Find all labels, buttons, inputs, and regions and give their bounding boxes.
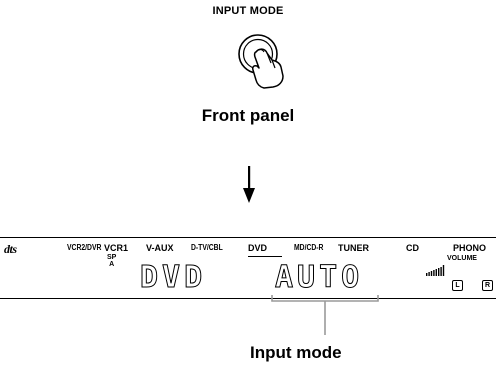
right-channel-indicator: R <box>482 280 493 291</box>
input-mode-callout-bracket <box>271 295 379 335</box>
source-md-cd-r: MD/CD-R <box>294 243 324 252</box>
speaker-indicator-sp: SP <box>107 254 117 261</box>
source-phono: PHONO <box>453 243 487 253</box>
down-arrow-icon <box>243 166 255 203</box>
source-v-aux: V-AUX <box>146 243 174 253</box>
source-d-tv-cbl: D-TV/CBL <box>191 243 223 252</box>
source-dvd: DVD <box>248 243 268 253</box>
source-tuner: TUNER <box>338 243 369 253</box>
input-mode-button-press-illustration <box>238 34 284 89</box>
speaker-indicator: SP A <box>107 254 116 268</box>
front-panel-caption: Front panel <box>201 106 295 125</box>
volume-label: VOLUME <box>447 255 477 262</box>
source-vcr1: VCR1 <box>104 243 129 253</box>
dts-logo: dts <box>4 242 17 256</box>
front-panel-display: dts VCR2/DVR VCR1 V-AUX D-TV/CBL DVD MD/… <box>0 237 496 299</box>
dvd-active-underline <box>248 256 282 257</box>
display-source-text: DVD <box>139 260 207 295</box>
left-channel-indicator: L <box>452 280 463 291</box>
volume-level-bars <box>426 265 445 276</box>
display-input-mode-text: AUTO <box>274 260 364 295</box>
source-cd: CD <box>406 243 419 253</box>
source-vcr2-dvr: VCR2/DVR <box>67 243 102 252</box>
input-mode-caption: Input mode <box>250 343 342 362</box>
input-mode-button-label: INPUT MODE <box>212 5 284 17</box>
speaker-indicator-a: A <box>109 261 115 268</box>
